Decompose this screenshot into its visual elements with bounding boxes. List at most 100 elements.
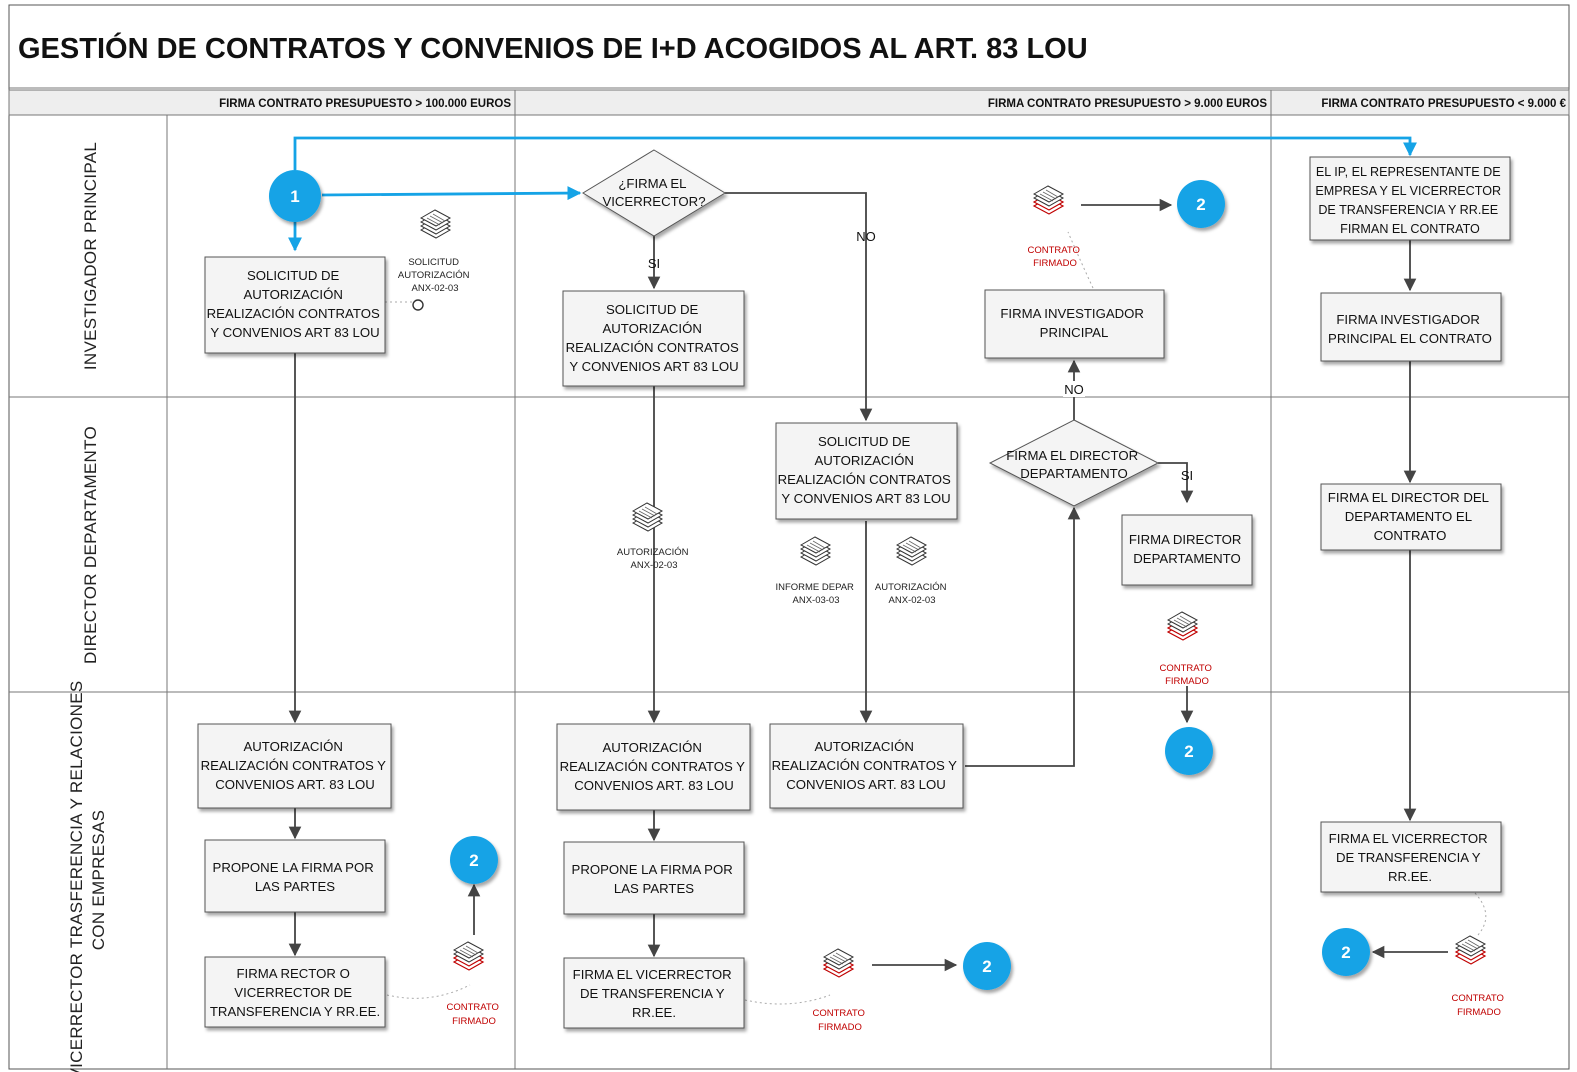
box-propone-b: PROPONE LA FIRMA POR LAS PARTES: [563, 841, 745, 915]
svg-text:FIRMA DIRECTOR DEPARTAME: FIRMA DIRECTOR DEPARTAMENTO: [1129, 532, 1245, 566]
box-firma-vicerrector-b: FIRMA EL VICERRECTOR DE TRANSFERENCIA Y …: [563, 957, 745, 1029]
column-header-3: FIRMA CONTRATO PRESUPUESTO < 9.000 €: [1321, 98, 1566, 110]
svg-text:2: 2: [1341, 943, 1350, 962]
label-no-director: NO: [1064, 382, 1084, 397]
assoc-b-signed: [744, 994, 831, 1005]
document-stack-icon: [632, 502, 663, 532]
flow-c-no: [725, 192, 873, 422]
signed-contract-b: CONTRATO FIRMADO: [812, 948, 867, 1033]
end-connector-2-a: 2: [450, 836, 498, 884]
end-connector-2-c-top: 2: [1177, 180, 1225, 228]
assoc-a-signed: [386, 984, 471, 999]
signed-document-icon: [1033, 185, 1064, 215]
svg-text:AUTORIZACIÓN REALIZACIÓN: AUTORIZACIÓN REALIZACIÓN CONTRATOS Y CON…: [201, 739, 390, 792]
document-stack-icon: [420, 209, 451, 239]
box-firma-rector: FIRMA RECTOR O VICERRECTOR DE TRANSFEREN…: [204, 956, 386, 1028]
svg-text:2: 2: [1196, 195, 1205, 214]
column-header-2: FIRMA CONTRATO PRESUPUESTO > 9.000 EUROS: [988, 98, 1267, 110]
svg-text:2: 2: [1184, 742, 1193, 761]
box-autorizacion-a: AUTORIZACIÓN REALIZACIÓN CONTRATOS Y CON…: [197, 723, 392, 809]
svg-text:1: 1: [290, 187, 299, 206]
signed-document-icon: [1167, 611, 1198, 641]
svg-text:AUTORIZACIÓN REALIZACIÓN: AUTORIZACIÓN REALIZACIÓN CONTRATOS Y CON…: [772, 739, 961, 792]
label-si-vicerrector: SI: [648, 256, 660, 271]
document-autorizacion-b: AUTORIZACIÓN ANX-02-03: [617, 502, 691, 571]
svg-text:SOLICITUD DE AUTORIZACIÓ: SOLICITUD DE AUTORIZACIÓN REALIZACIÓN CO…: [566, 302, 743, 374]
end-connector-2-d: 2: [1322, 928, 1370, 976]
svg-text:EL IP, EL REPRESENTANTE DE: EL IP, EL REPRESENTANTE DE EMPRESA Y EL …: [1315, 165, 1504, 236]
label-no-director-bg: [1063, 381, 1085, 397]
svg-text:PROPONE LA FIRMA POR LAS: PROPONE LA FIRMA POR LAS PARTES: [572, 862, 737, 896]
box-solicitud-a: SOLICITUD DE AUTORIZACIÓN REALIZACIÓN CO…: [204, 256, 386, 354]
start-flow-to-decision: [321, 186, 582, 201]
lane-label-director: DIRECTOR DEPARTAMENTO: [81, 426, 100, 664]
box-solicitud-b: SOLICITUD DE AUTORIZACIÓN REALIZACIÓN CO…: [562, 290, 745, 387]
signed-contract-d: CONTRATO FIRMADO: [1451, 935, 1506, 1018]
svg-text:FIRMA EL VICERRECTOR DE: FIRMA EL VICERRECTOR DE TRANSFERENCIA Y …: [573, 967, 736, 1020]
svg-text:FIRMA RECTOR O VICERRECT: FIRMA RECTOR O VICERRECTOR DE TRANSFEREN…: [210, 966, 380, 1019]
svg-text:FIRMA EL VICERRECTOR DE: FIRMA EL VICERRECTOR DE TRANSFERENCIA Y …: [1329, 831, 1492, 884]
column-header-band: [8, 89, 1570, 116]
signed-document-icon: [1455, 935, 1486, 965]
svg-text:FIRMA INVESTIGADOR PRINC: FIRMA INVESTIGADOR PRINCIPAL EL CONTRATO: [1328, 312, 1492, 346]
end-connector-2-b: 2: [963, 942, 1011, 990]
document-autorizacion-c: AUTORIZACIÓN ANX-02-03: [875, 536, 949, 606]
signed-document-icon: [453, 941, 484, 971]
signed-contract-a: CONTRATO FIRMADO: [446, 941, 501, 1027]
box-propone-a: PROPONE LA FIRMA POR LAS PARTES: [204, 839, 386, 913]
box-solicitud-c: SOLICITUD DE AUTORIZACIÓN REALIZACIÓN CO…: [775, 422, 958, 520]
document-stack-icon: [896, 536, 927, 566]
decision-firma-vicerrector: ¿FIRMA EL VICERRECTOR?: [582, 149, 726, 237]
flow-c-si-dir: [1158, 462, 1194, 504]
signed-contract-c-top: CONTRATO FIRMADO: [1027, 185, 1082, 269]
svg-text:CONTRATO FIRMADO: CONTRATO FIRMADO: [1451, 993, 1506, 1018]
signed-contract-c-bottom: CONTRATO FIRMADO: [1159, 611, 1214, 687]
box-firma-director-d: FIRMA EL DIRECTOR DEL DEPARTAMENTO EL CO…: [1320, 483, 1502, 551]
svg-text:SOLICITUD DE AUTORIZACIÓ: SOLICITUD DE AUTORIZACIÓN REALIZACIÓN CO…: [207, 268, 384, 340]
svg-text:FIRMA EL DIRECTOR DEL DE: FIRMA EL DIRECTOR DEL DEPARTAMENTO EL CO…: [1328, 490, 1492, 543]
label-no-vicerrector: NO: [856, 229, 876, 244]
label-si-director: SI: [1181, 468, 1193, 483]
svg-text:¿FIRMA EL VICERRECTOR?: ¿FIRMA EL VICERRECTOR?: [602, 176, 705, 209]
svg-text:FIRMA INVESTIGADOR PRINC: FIRMA INVESTIGADOR PRINCIPAL: [1000, 306, 1147, 340]
svg-text:CONTRATO FIRMADO: CONTRATO FIRMADO: [812, 1008, 867, 1033]
outer-frame: [8, 4, 1570, 1070]
assoc-c-signed: [1067, 231, 1094, 289]
box-autorizacion-c: AUTORIZACIÓN REALIZACIÓN CONTRATOS Y CON…: [769, 723, 964, 809]
start-flow-to-small-budget: [293, 136, 1417, 170]
signed-document-icon: [823, 948, 854, 978]
svg-text:2: 2: [469, 851, 478, 870]
svg-text:FIRMA EL DIRECTOR DEPART: FIRMA EL DIRECTOR DEPARTAMENTO: [1006, 448, 1142, 481]
svg-text:CONTRATO FIRMADO: CONTRATO FIRMADO: [446, 1002, 501, 1027]
lane-label-vicerrector-1: VICERRECTOR TRASFERENCIA Y RELACIONES: [67, 680, 86, 1072]
lane-label-vicerrector-2: CON EMPRESAS: [89, 810, 108, 951]
lane-label-investigador: INVESTIGADOR PRINCIPAL: [81, 142, 100, 370]
column-header-1: FIRMA CONTRATO PRESUPUESTO > 100.000 EUR…: [219, 98, 511, 110]
document-stack-icon: [800, 536, 831, 566]
box-firma-vicerrector-d: FIRMA EL VICERRECTOR DE TRANSFERENCIA Y …: [1320, 821, 1502, 893]
box-firman-contrato-d: EL IP, EL REPRESENTANTE DE EMPRESA Y EL …: [1309, 156, 1511, 241]
document-informe-departamento: INFORME DEPAR ANX-03-03: [775, 536, 856, 606]
svg-text:PROPONE LA FIRMA POR LAS: PROPONE LA FIRMA POR LAS PARTES: [213, 860, 378, 894]
box-firma-ip-d: FIRMA INVESTIGADOR PRINCIPAL EL CONTRATO: [1320, 292, 1502, 362]
box-autorizacion-b: AUTORIZACIÓN REALIZACIÓN CONTRATOS Y CON…: [556, 723, 751, 811]
assoc-d-signed: [1474, 892, 1487, 936]
off-page-reference-icon: [412, 299, 424, 311]
box-firma-director-c: FIRMA DIRECTOR DEPARTAMENTO: [1121, 514, 1253, 586]
box-firma-ip-c: FIRMA INVESTIGADOR PRINCIPAL: [984, 289, 1165, 359]
flow-c-2: [965, 506, 1081, 767]
svg-text:CONTRATO FIRMADO: CONTRATO FIRMADO: [1027, 245, 1082, 269]
svg-text:CONTRATO FIRMADO: CONTRATO FIRMADO: [1159, 663, 1214, 687]
decision-firma-director: FIRMA EL DIRECTOR DEPARTAMENTO: [988, 419, 1160, 507]
svg-text:AUTORIZACIÓN ANX-02-03: AUTORIZACIÓN ANX-02-03: [617, 547, 691, 571]
svg-text:AUTORIZACIÓN ANX-02-03: AUTORIZACIÓN ANX-02-03: [875, 582, 949, 606]
page-title: GESTIÓN DE CONTRATOS Y CONVENIOS DE I+D …: [18, 31, 1088, 65]
start-connector-1: 1: [269, 170, 321, 222]
end-connector-2-c-bottom: 2: [1165, 727, 1213, 775]
svg-text:INFORME DEPAR ANX-03-03: INFORME DEPAR ANX-03-03: [775, 582, 856, 606]
svg-text:SOLICITUD AUTORIZACIÓN: SOLICITUD AUTORIZACIÓN ANX-02-03: [398, 257, 472, 294]
document-solicitud-autorizacion: SOLICITUD AUTORIZACIÓN ANX-02-03: [398, 209, 472, 294]
svg-text:SOLICITUD DE AUTORIZACIÓ: SOLICITUD DE AUTORIZACIÓN REALIZACIÓN CO…: [778, 434, 955, 506]
svg-text:AUTORIZACIÓN REALIZACIÓN: AUTORIZACIÓN REALIZACIÓN CONTRATOS Y CON…: [560, 740, 749, 793]
